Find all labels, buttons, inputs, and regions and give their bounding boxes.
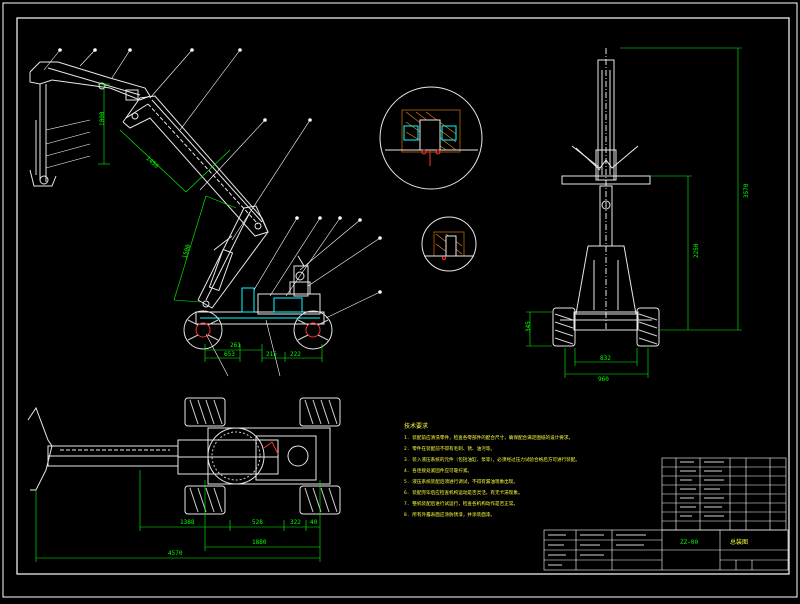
- front-wheels: [552, 307, 660, 347]
- dim-side-base-1: 653: [224, 351, 235, 358]
- dim-front-total-height: 3570: [743, 183, 750, 198]
- dim-plan-2: 528: [252, 519, 263, 526]
- dim-front-track-inner: 832: [600, 355, 611, 362]
- dim-plan-4: 40: [310, 519, 318, 526]
- notes-line-8: 8. 所有外露表面应涂防锈漆，并涂装面漆。: [404, 511, 495, 518]
- detail-circle-small: [421, 216, 477, 272]
- plan-wheel-fl: [184, 397, 226, 427]
- parts-list-table: [661, 457, 787, 531]
- side-leaders: [43, 48, 382, 377]
- dim-side-base-2: 261: [230, 342, 241, 349]
- side-wheel-front: [183, 310, 223, 350]
- plan-arm: [27, 406, 279, 491]
- detail-views: [379, 86, 483, 272]
- dim-side-base-3: 215: [266, 351, 277, 358]
- front-dimension-lines: [526, 47, 742, 378]
- notes-line-6: 6. 装配完毕后应检查机构运动是否灵活，有无卡滞现象。: [404, 489, 523, 496]
- notes-line-2: 2. 零件在装配前不得有毛刺、锈、油污等。: [404, 445, 495, 452]
- dim-plan-6: 4570: [168, 550, 183, 557]
- notes-heading: 技术要求: [404, 422, 428, 430]
- dim-front-wheel-width: 345: [525, 321, 532, 332]
- dim-plan-3: 322: [290, 519, 301, 526]
- notes-line-5: 5. 液压系统装配后须进行调试，不得有漏油现象出现。: [404, 478, 518, 485]
- plan-chassis: [207, 427, 331, 485]
- technical-notes: 技术要求 1. 装配前应清洗零件，检查各零部件的配合尺寸，确保配合满足图纸的设计…: [404, 422, 580, 518]
- detail-circle-large: [379, 86, 483, 190]
- dim-plan-1: 1388: [180, 519, 195, 526]
- front-wheel-right: [636, 307, 660, 347]
- side-dimension-lines: [98, 83, 323, 362]
- notes-line-1: 1. 装配前应清洗零件，检查各零部件的配合尺寸，确保配合满足图纸的设计要求。: [404, 434, 573, 441]
- dim-side-boom-2: 1500: [181, 243, 192, 259]
- dim-side-base-4: 222: [290, 351, 301, 358]
- drawing-code: ZZ-00: [680, 539, 698, 546]
- dim-front-body-height: 2250: [693, 243, 700, 258]
- front-wheel-left: [552, 307, 576, 347]
- drawing-name: 总装图: [730, 538, 748, 546]
- lower-boom: [197, 205, 269, 309]
- front-mast: [561, 48, 651, 330]
- base-frame: [195, 255, 325, 325]
- notes-line-4: 4. 各连接处紧固件应可靠拧紧。: [404, 467, 472, 474]
- plan-dimension-lines: [35, 470, 321, 562]
- folded-arm-detail: [29, 61, 151, 187]
- dim-front-track-outer: 960: [598, 376, 609, 383]
- title-block: 总装图 ZZ-00: [543, 529, 789, 571]
- notes-line-7: 7. 整机装配后进行试运行，检查各机构动作是否正常。: [404, 500, 518, 507]
- dim-side-arm-upper: 1000: [99, 111, 106, 126]
- plan-wheel-fr: [299, 397, 341, 427]
- notes-line-3: 3. 装入液压系统的元件（包括油缸、泵等），必须经过压力试验合格后方可进行装配。: [404, 456, 580, 463]
- plan-view: 1388 528 322 40 1880 4570: [27, 397, 341, 562]
- side-wheels: [183, 310, 333, 350]
- dim-plan-5: 1880: [252, 539, 267, 546]
- front-elevation-view: 3570 2250 345 832 960: [525, 47, 750, 383]
- hydraulic-cylinders: [200, 287, 320, 319]
- side-wheel-rear: [293, 310, 333, 350]
